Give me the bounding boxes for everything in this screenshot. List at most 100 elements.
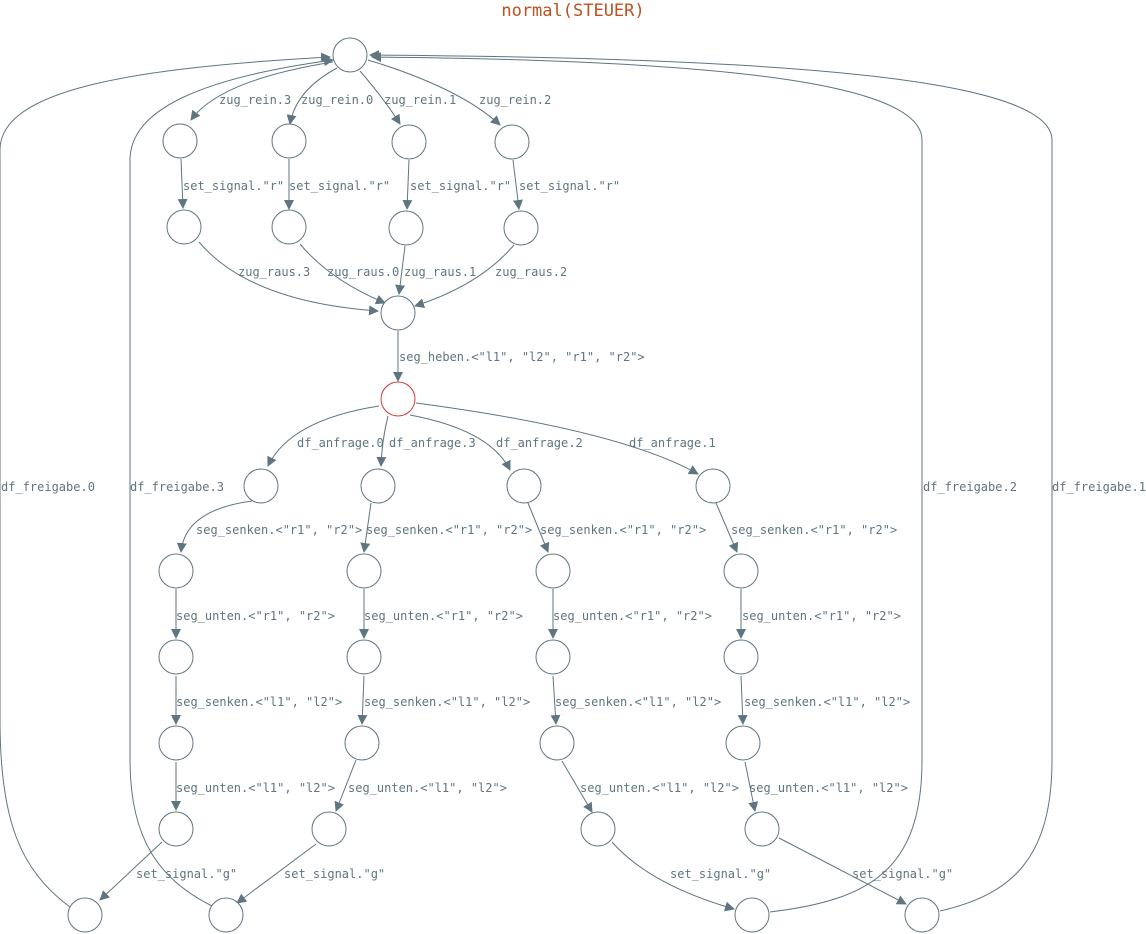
state-node [580, 811, 616, 847]
edge-seg-senken-l-c [550, 675, 561, 725]
edge-df-freigabe-0 [0, 52, 331, 908]
edge-df-anfrage-0 [267, 405, 380, 467]
edge-label: df_anfrage.2 [496, 436, 583, 450]
edge-label: seg_unten.<"r1", "r2"> [553, 609, 712, 623]
edge-label: seg_unten.<"r1", "r2"> [742, 609, 901, 623]
edge-label: zug_rein.3 [219, 93, 291, 107]
edge-label: zug_raus.0 [327, 265, 399, 279]
state-node [162, 123, 198, 159]
edge-df-anfrage-3 [376, 415, 389, 467]
state-node [67, 897, 103, 933]
state-node [539, 725, 575, 761]
edge-set-signal-r-a [177, 158, 188, 209]
edge-set-signal-g-b [236, 843, 317, 904]
edge-label: seg_senken.<"l1", "l2"> [555, 695, 721, 709]
edge-label: zug_rein.2 [479, 93, 551, 107]
edge-label: set_signal."g" [284, 867, 385, 881]
edge-label: zug_raus.3 [238, 265, 310, 279]
edge-label: set_signal."r" [519, 179, 620, 193]
edge-label: seg_unten.<"l1", "l2"> [348, 781, 507, 795]
edge-df-anfrage-1 [415, 402, 699, 475]
edge-set-signal-g-a [99, 841, 163, 901]
state-node [734, 897, 770, 933]
edge-label: seg_senken.<"r1", "r2"> [366, 523, 532, 537]
edge-label: seg_senken.<"l1", "l2"> [364, 695, 530, 709]
edge-df-freigabe-2 [371, 52, 923, 913]
state-node [388, 210, 424, 246]
edge-label: zug_raus.2 [495, 265, 567, 279]
edge-seg-unten-l-d [744, 761, 759, 812]
edge-label: seg_senken.<"r1", "r2"> [731, 523, 897, 537]
edge-seg-unten-l-b [334, 759, 357, 812]
state-node [311, 811, 347, 847]
state-node [725, 725, 761, 761]
edge-label: df_freigabe.0 [1, 480, 95, 494]
edge-zug-rein-1 [359, 70, 401, 125]
edge-label: seg_unten.<"r1", "r2"> [176, 609, 335, 623]
edge-zug-raus-2 [414, 244, 515, 308]
edge-label: zug_raus.1 [404, 265, 476, 279]
edge-set-signal-r-c [402, 159, 413, 210]
state-node [166, 209, 202, 245]
edge-set-signal-g-c [611, 841, 735, 912]
state-node [535, 553, 571, 589]
edge-label: set_signal."r" [289, 179, 390, 193]
state-node [346, 553, 382, 589]
edge-zug-raus-3 [198, 241, 379, 316]
state-node-merge [380, 295, 416, 331]
edge-label: df_freigabe.1 [1052, 480, 1146, 494]
state-node [535, 639, 571, 675]
edge-label: set_signal."r" [183, 179, 284, 193]
edge-label: set_signal."r" [410, 179, 511, 193]
state-node [391, 124, 427, 160]
diagram-title: normal(STEUER) [501, 1, 644, 21]
state-node [271, 209, 307, 245]
edge-label: df_anfrage.3 [389, 436, 476, 450]
state-node-top [332, 37, 368, 73]
edge-label: seg_senken.<"l1", "l2"> [176, 695, 342, 709]
edge-zug-rein-0 [286, 67, 338, 125]
state-node [695, 468, 731, 504]
state-node [723, 553, 759, 589]
edge-label: set_signal."g" [852, 867, 953, 881]
edge-label: seg_senken.<"r1", "r2"> [540, 523, 706, 537]
edge-zug-rein-3 [190, 61, 334, 121]
state-node [344, 725, 380, 761]
edge-seg-senken-r-b [360, 502, 372, 553]
state-node [208, 897, 244, 933]
edge-label: set_signal."g" [670, 867, 771, 881]
edge-label: seg_unten.<"l1", "l2"> [580, 781, 739, 795]
state-node [360, 468, 396, 504]
edge-seg-senken-l-b [357, 675, 368, 725]
state-node [158, 639, 194, 675]
state-node [271, 123, 307, 159]
edge-seg-senken-l-d [737, 675, 748, 725]
state-node [494, 124, 530, 160]
state-node [243, 468, 279, 504]
edge-label: df_anfrage.1 [629, 436, 716, 450]
state-node [904, 897, 940, 933]
state-node [158, 725, 194, 761]
state-node-initial [380, 381, 416, 417]
state-node [506, 468, 542, 504]
edge-df-anfrage-2 [409, 414, 511, 471]
edge-zug-raus-0 [299, 243, 386, 305]
state-node [158, 811, 194, 847]
edge-label: seg_senken.<"l1", "l2"> [744, 695, 910, 709]
edge-label: df_freigabe.3 [130, 480, 224, 494]
edge-set-signal-r-d [512, 159, 523, 210]
edge-df-freigabe-1 [369, 50, 1053, 912]
edge-label: seg_heben.<"l1", "l2", "r1", "r2"> [399, 350, 645, 364]
state-node [723, 639, 759, 675]
edge-set-signal-g-d [778, 837, 907, 905]
edge-label: zug_rein.0 [301, 93, 373, 107]
edge-seg-senken-r-d [715, 502, 739, 553]
edge-label: set_signal."g" [136, 867, 237, 881]
edge-zug-rein-2 [367, 59, 501, 126]
state-node [744, 811, 780, 847]
edge-seg-senken-r-a [176, 500, 253, 553]
edge-label: df_anfrage.0 [297, 436, 384, 450]
edge-zug-raus-1 [395, 245, 406, 295]
edge-label: seg_senken.<"r1", "r2"> [196, 523, 362, 537]
